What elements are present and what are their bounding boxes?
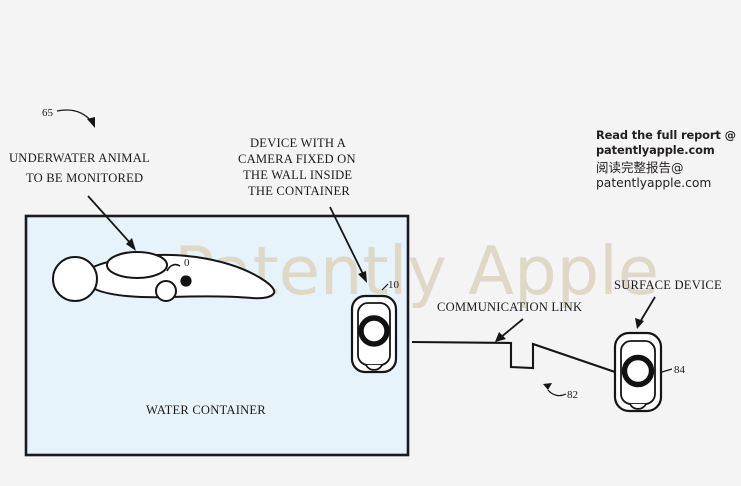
callout-surface-device: SURFACE DEVICE bbox=[614, 278, 722, 329]
callout-camera-device-line2: CAMERA FIXED ON bbox=[238, 152, 356, 166]
communication-link-leader-arrowhead bbox=[543, 383, 552, 390]
communication-link-path bbox=[411, 340, 616, 373]
figure-number-curve bbox=[56, 109, 93, 123]
promo-line-url-en: patentlyapple.com bbox=[596, 142, 715, 157]
callout-camera-device: DEVICE WITH A CAMERA FIXED ON THE WALL I… bbox=[238, 136, 367, 283]
animal-eye bbox=[180, 275, 192, 287]
callout-camera-device-line3: THE WALL INSIDE bbox=[243, 168, 352, 182]
camera-device-in-container: 10 bbox=[350, 279, 400, 374]
underwater-animal: 0 bbox=[52, 251, 276, 302]
promo-line-chinese: 阅读完整报告@ bbox=[596, 160, 684, 175]
promo-line-url-cn: patentlyapple.com bbox=[596, 176, 712, 190]
camera-device-bottom-bump bbox=[365, 364, 383, 371]
callout-surface-device-label: SURFACE DEVICE bbox=[614, 278, 722, 292]
surface-device-bottom-bump bbox=[629, 403, 647, 410]
camera-device-leader-line bbox=[381, 283, 389, 291]
promo-block: Read the full report @ patentlyapple.com… bbox=[596, 128, 736, 191]
figure-number-arrowhead bbox=[87, 117, 95, 128]
callout-communication-link-arrowhead bbox=[495, 332, 506, 342]
communication-link-reference-number: 82 bbox=[567, 389, 578, 401]
callout-underwater-animal-line bbox=[87, 195, 133, 246]
water-container-label: WATER CONTAINER bbox=[146, 403, 266, 417]
surface-device-leader-line bbox=[661, 368, 673, 373]
callout-camera-device-line4: THE CONTAINER bbox=[248, 184, 350, 198]
callout-underwater-animal: UNDERWATER ANIMAL TO BE MONITORED bbox=[9, 151, 150, 251]
callout-underwater-animal-line2: TO BE MONITORED bbox=[26, 171, 143, 185]
surface-device-reference-number: 84 bbox=[674, 364, 686, 376]
promo-line-read-report: Read the full report @ bbox=[596, 128, 736, 142]
animal-dorsal-ellipse bbox=[106, 251, 168, 279]
callout-communication-link-line bbox=[499, 318, 524, 339]
callout-communication-link: COMMUNICATION LINK bbox=[437, 300, 582, 342]
water-container-box bbox=[24, 214, 410, 457]
callout-communication-link-label: COMMUNICATION LINK bbox=[437, 300, 582, 314]
communication-link-zigzag: 82 bbox=[411, 340, 616, 401]
callout-camera-device-line1: DEVICE WITH A bbox=[250, 136, 346, 150]
surface-device: 84 bbox=[613, 331, 686, 413]
callout-underwater-animal-arrowhead bbox=[126, 238, 136, 251]
camera-lens-ring bbox=[358, 315, 390, 347]
callout-camera-device-arrowhead bbox=[358, 271, 367, 283]
figure-number-label: 65 bbox=[42, 107, 54, 119]
animal-head-marker bbox=[166, 263, 181, 272]
callout-underwater-animal-line1: UNDERWATER ANIMAL bbox=[9, 151, 150, 165]
animal-tail bbox=[52, 256, 98, 302]
animal-reference-number: 0 bbox=[184, 257, 190, 269]
callout-surface-device-arrowhead bbox=[635, 318, 644, 329]
callout-camera-device-line bbox=[329, 206, 365, 277]
communication-link-leader bbox=[547, 389, 567, 397]
surface-device-lens-ring bbox=[621, 354, 655, 388]
camera-device-reference-number: 10 bbox=[388, 279, 400, 291]
callout-surface-device-line bbox=[639, 296, 656, 323]
animal-flipper bbox=[155, 280, 177, 302]
figure-reference-65: 65 bbox=[42, 107, 95, 128]
